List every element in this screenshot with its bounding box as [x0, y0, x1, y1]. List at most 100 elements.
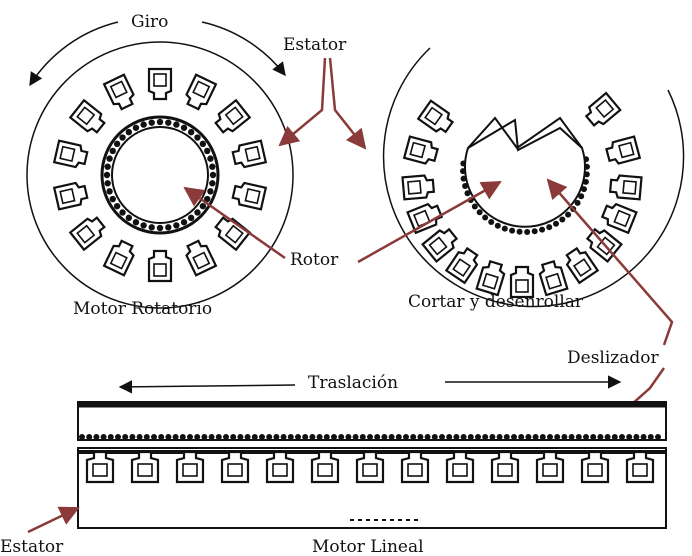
- stator-slot: [232, 141, 266, 169]
- slider-conductor: [93, 434, 99, 440]
- slot-coil: [183, 464, 197, 476]
- slider-conductor: [446, 434, 452, 440]
- slider-conductor: [453, 434, 459, 440]
- slider-conductor: [540, 434, 546, 440]
- giro-label: Giro: [131, 12, 168, 32]
- slider-conductor: [122, 434, 128, 440]
- cut-rotor-conductor: [539, 227, 545, 233]
- rotor-conductor: [194, 209, 200, 215]
- slider-conductor: [295, 434, 301, 440]
- slot-coil: [273, 464, 287, 476]
- slider-conductor: [201, 434, 207, 440]
- cut-stator-slot: [600, 201, 636, 233]
- rotor-conductor: [181, 125, 187, 131]
- deslizador-label: Deslizador: [567, 348, 659, 368]
- stator-slot: [70, 214, 107, 250]
- slider-conductor: [655, 434, 661, 440]
- cut-stator-slot: [610, 175, 642, 200]
- slider-conductor: [511, 434, 517, 440]
- rotor-conductor: [149, 224, 155, 230]
- traslacion-label: Traslación: [308, 373, 398, 393]
- rotor-conductor: [188, 215, 194, 221]
- slot-coil: [138, 464, 152, 476]
- slider-conductor: [216, 434, 222, 440]
- slider-conductor: [410, 434, 416, 440]
- slot-coil: [588, 464, 602, 476]
- slider-conductor: [331, 434, 337, 440]
- slider-conductor: [144, 434, 150, 440]
- slider-conductor: [245, 434, 251, 440]
- rotor-conductor: [106, 188, 112, 194]
- rotor-conductor: [149, 119, 155, 125]
- slider-conductor: [266, 434, 272, 440]
- cut-rotor-conductor: [488, 219, 494, 225]
- slot-coil: [546, 274, 561, 289]
- cut-stator-slot: [538, 260, 568, 295]
- slot-coil: [516, 280, 528, 292]
- rotor-conductor: [207, 188, 213, 194]
- slider-conductor: [288, 434, 294, 440]
- rotor-conductor: [210, 172, 216, 178]
- slider-conductor: [381, 434, 387, 440]
- traslacion-arrow-left: [120, 385, 295, 387]
- cut-stator-slot: [423, 225, 460, 261]
- slider-conductor: [489, 434, 495, 440]
- slot-coil: [245, 147, 259, 161]
- rotor-conductor: [119, 134, 125, 140]
- cut-rotor-conductor: [559, 217, 565, 223]
- cut-rotor-conductor: [502, 226, 508, 232]
- cut-stator-slot: [605, 137, 640, 166]
- cut-rotor-outline: [465, 120, 585, 227]
- rotor-conductor: [104, 172, 110, 178]
- rotor-conductor: [173, 222, 179, 228]
- slider-conductor: [468, 434, 474, 440]
- slider-conductor: [561, 434, 567, 440]
- cut-rotor-conductor: [553, 221, 559, 227]
- slider-conductor: [187, 434, 193, 440]
- cut-rotor-conductor: [532, 228, 538, 234]
- slot-coil: [408, 181, 421, 194]
- giro-arrow-right: [202, 22, 285, 75]
- slider-conductor: [626, 434, 632, 440]
- slider-conductor: [504, 434, 510, 440]
- slider-conductor: [302, 434, 308, 440]
- motor-rotatorio-label: Motor Rotatorio: [73, 299, 212, 319]
- slider-conductor: [497, 434, 503, 440]
- motor-lineal-label: Motor Lineal: [312, 537, 424, 556]
- slider-conductor: [115, 434, 121, 440]
- rotor-conductor: [140, 222, 146, 228]
- slider-conductor: [129, 434, 135, 440]
- rotor-conductor: [119, 209, 125, 215]
- slider-conductor: [432, 434, 438, 440]
- cut-stator-slot: [404, 137, 439, 166]
- rotor-conductor: [133, 125, 139, 131]
- estator-arrow-left: [280, 58, 325, 145]
- slider-conductor: [209, 434, 215, 440]
- linear-motor: [78, 402, 666, 528]
- slider-conductor: [641, 434, 647, 440]
- slider-conductor: [403, 434, 409, 440]
- estator-bottom-arrow: [28, 508, 78, 532]
- stator-slot: [149, 69, 171, 99]
- stator-slot: [183, 75, 216, 112]
- slot-coil: [408, 464, 422, 476]
- slider-conductor: [475, 434, 481, 440]
- cut-stator-slot: [418, 101, 455, 136]
- slider-conductor: [86, 434, 92, 440]
- rotor-label: Rotor: [290, 250, 339, 270]
- slot-coil: [245, 189, 259, 203]
- slider-conductor: [597, 434, 603, 440]
- cortar-label: Cortar y desenrollar: [408, 292, 584, 312]
- slider-conductor: [338, 434, 344, 440]
- rotor-conductor: [126, 215, 132, 221]
- slider-conductor: [533, 434, 539, 440]
- slider-conductor: [158, 434, 164, 440]
- estator-arrow-right: [330, 58, 365, 148]
- slider-conductors: [79, 434, 661, 440]
- slider-conductor: [619, 434, 625, 440]
- slider-conductor: [108, 434, 114, 440]
- slider-conductor: [194, 434, 200, 440]
- rotor-conductor: [104, 164, 110, 170]
- slider-conductor: [252, 434, 258, 440]
- rotor-conductor: [140, 121, 146, 127]
